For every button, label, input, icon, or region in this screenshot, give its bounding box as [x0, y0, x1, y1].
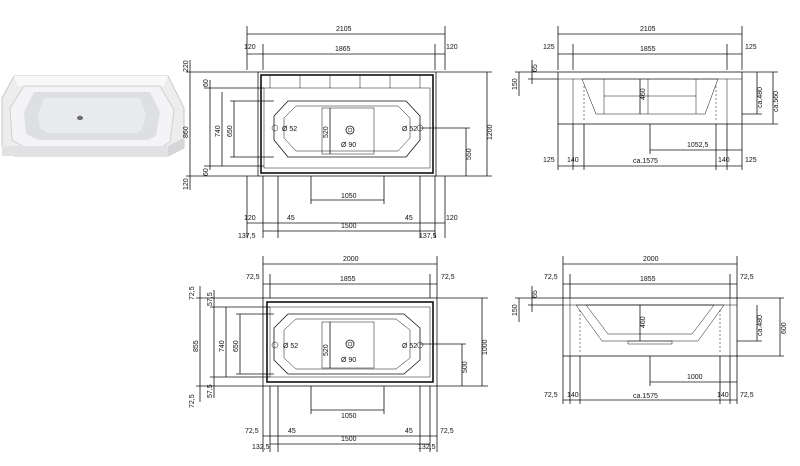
overflow-right-1: Ø 52: [402, 126, 417, 133]
overflow-left-1: Ø 52: [282, 126, 297, 133]
dim-740: 740: [215, 125, 222, 137]
bathtub-photo: [1, 75, 185, 157]
top2-left-575-bottom: 57,5: [207, 384, 214, 398]
side2-725-left: 72,5: [544, 274, 558, 281]
dim-bottom-1375-left: 137,5: [238, 233, 256, 240]
side1-bottom-140-left: 140: [567, 157, 579, 164]
top2-1855: 1855: [340, 276, 356, 283]
dim-650: 650: [227, 125, 234, 137]
side1-150: 150: [512, 78, 519, 90]
side2-bottom-725-right: 72,5: [740, 392, 754, 399]
side1-bottom-1575: ca.1575: [633, 158, 658, 165]
top2-740: 740: [219, 340, 226, 352]
dim-bottom-120-right: 120: [446, 215, 458, 222]
side2-1855: 1855: [640, 276, 656, 283]
top2-500: 500: [462, 361, 469, 373]
side1-560: ca.560: [773, 91, 780, 112]
top2-855: 855: [193, 340, 200, 352]
dim-120-bottom: 120: [183, 178, 190, 190]
top-view-2: 2000 72,5 1855 72,5 Ø 52 Ø 52 Ø 90 520 7…: [189, 256, 489, 452]
top2-bottom-1500: 1500: [341, 436, 357, 443]
dim-bottom-45-left: 45: [287, 215, 295, 222]
side2-600: 600: [781, 322, 788, 334]
top2-1000: 1000: [482, 339, 489, 355]
side1-125-right: 125: [745, 44, 757, 51]
top2-725-right: 72,5: [441, 274, 455, 281]
side-view-1: 2105 125 1855 125 150 65 460 ca.480 ca.5…: [512, 26, 780, 170]
dim-bottom-45-right: 45: [405, 215, 413, 222]
side2-bottom-140-left: 140: [567, 392, 579, 399]
drain-1: Ø 90: [341, 142, 356, 149]
dim-860: 860: [183, 126, 190, 138]
dim-60-top: 60: [203, 79, 210, 87]
dim-2105: 2105: [336, 26, 352, 33]
side2-480: ca.480: [757, 315, 764, 336]
dim-1050-1: 1050: [341, 193, 357, 200]
side1-1855: 1855: [640, 46, 656, 53]
side2-725-right: 72,5: [740, 274, 754, 281]
dim-120-right: 120: [446, 44, 458, 51]
side1-bottom-140-right: 140: [718, 157, 730, 164]
top2-left-725-bottom: 72,5: [189, 394, 196, 408]
top2-bottom-1325-left: 132,5: [252, 444, 270, 451]
side1-125-left: 125: [543, 44, 555, 51]
top2-1050: 1050: [341, 413, 357, 420]
top-view-1: 2105 120 1865 120 Ø 52 Ø 52 Ø 90 520: [183, 26, 494, 240]
dim-60-bottom: 60: [203, 168, 210, 176]
top2-650: 650: [233, 340, 240, 352]
side2-bottom-1575: ca.1575: [633, 393, 658, 400]
top2-725-left: 72,5: [246, 274, 260, 281]
side1-bottom-125-right: 125: [745, 157, 757, 164]
drain-2: Ø 90: [341, 357, 356, 364]
dim-220: 220: [183, 60, 190, 72]
dim-bottom-1500: 1500: [341, 223, 357, 230]
dim-bottom-1375-right: 137,5: [419, 233, 437, 240]
side2-1000: 1000: [687, 374, 703, 381]
overflow-left-2: Ø 52: [283, 343, 298, 350]
top2-bottom-1325-right: 132,5: [418, 444, 436, 451]
overflow-right-2: Ø 52: [402, 343, 417, 350]
side2-460: 460: [640, 316, 647, 328]
top2-bottom-725-right: 72,5: [440, 428, 454, 435]
dim-1200: 1200: [487, 124, 494, 140]
side1-10525: 1052,5: [687, 142, 709, 149]
top2-bottom-45-left: 45: [288, 428, 296, 435]
dim-bottom-120-left: 120: [244, 215, 256, 222]
top2-left-575-top: 57,5: [207, 292, 214, 306]
side1-bottom-125-left: 125: [543, 157, 555, 164]
side2-150: 150: [512, 304, 519, 316]
top2-bottom-725-left: 72,5: [245, 428, 259, 435]
side1-460: 460: [640, 88, 647, 100]
dim-1865: 1865: [335, 46, 351, 53]
side1-65: 65: [532, 64, 539, 72]
dim-550: 550: [466, 148, 473, 160]
side2-bottom-725-left: 72,5: [544, 392, 558, 399]
dim-120-left: 120: [244, 44, 256, 51]
side1-480: ca.480: [757, 87, 764, 108]
top2-520: 520: [323, 344, 330, 356]
side2-2000: 2000: [643, 256, 659, 263]
top2-2000: 2000: [343, 256, 359, 263]
top2-bottom-45-right: 45: [405, 428, 413, 435]
side2-bottom-140-right: 140: [717, 392, 729, 399]
side1-2105: 2105: [640, 26, 656, 33]
side-view-2: 2000 72,5 1855 72,5 150 65 460 ca.480 60…: [512, 256, 788, 404]
side2-65: 65: [532, 290, 539, 298]
top2-left-725-top: 72,5: [189, 286, 196, 300]
dim-520-1: 520: [323, 126, 330, 138]
